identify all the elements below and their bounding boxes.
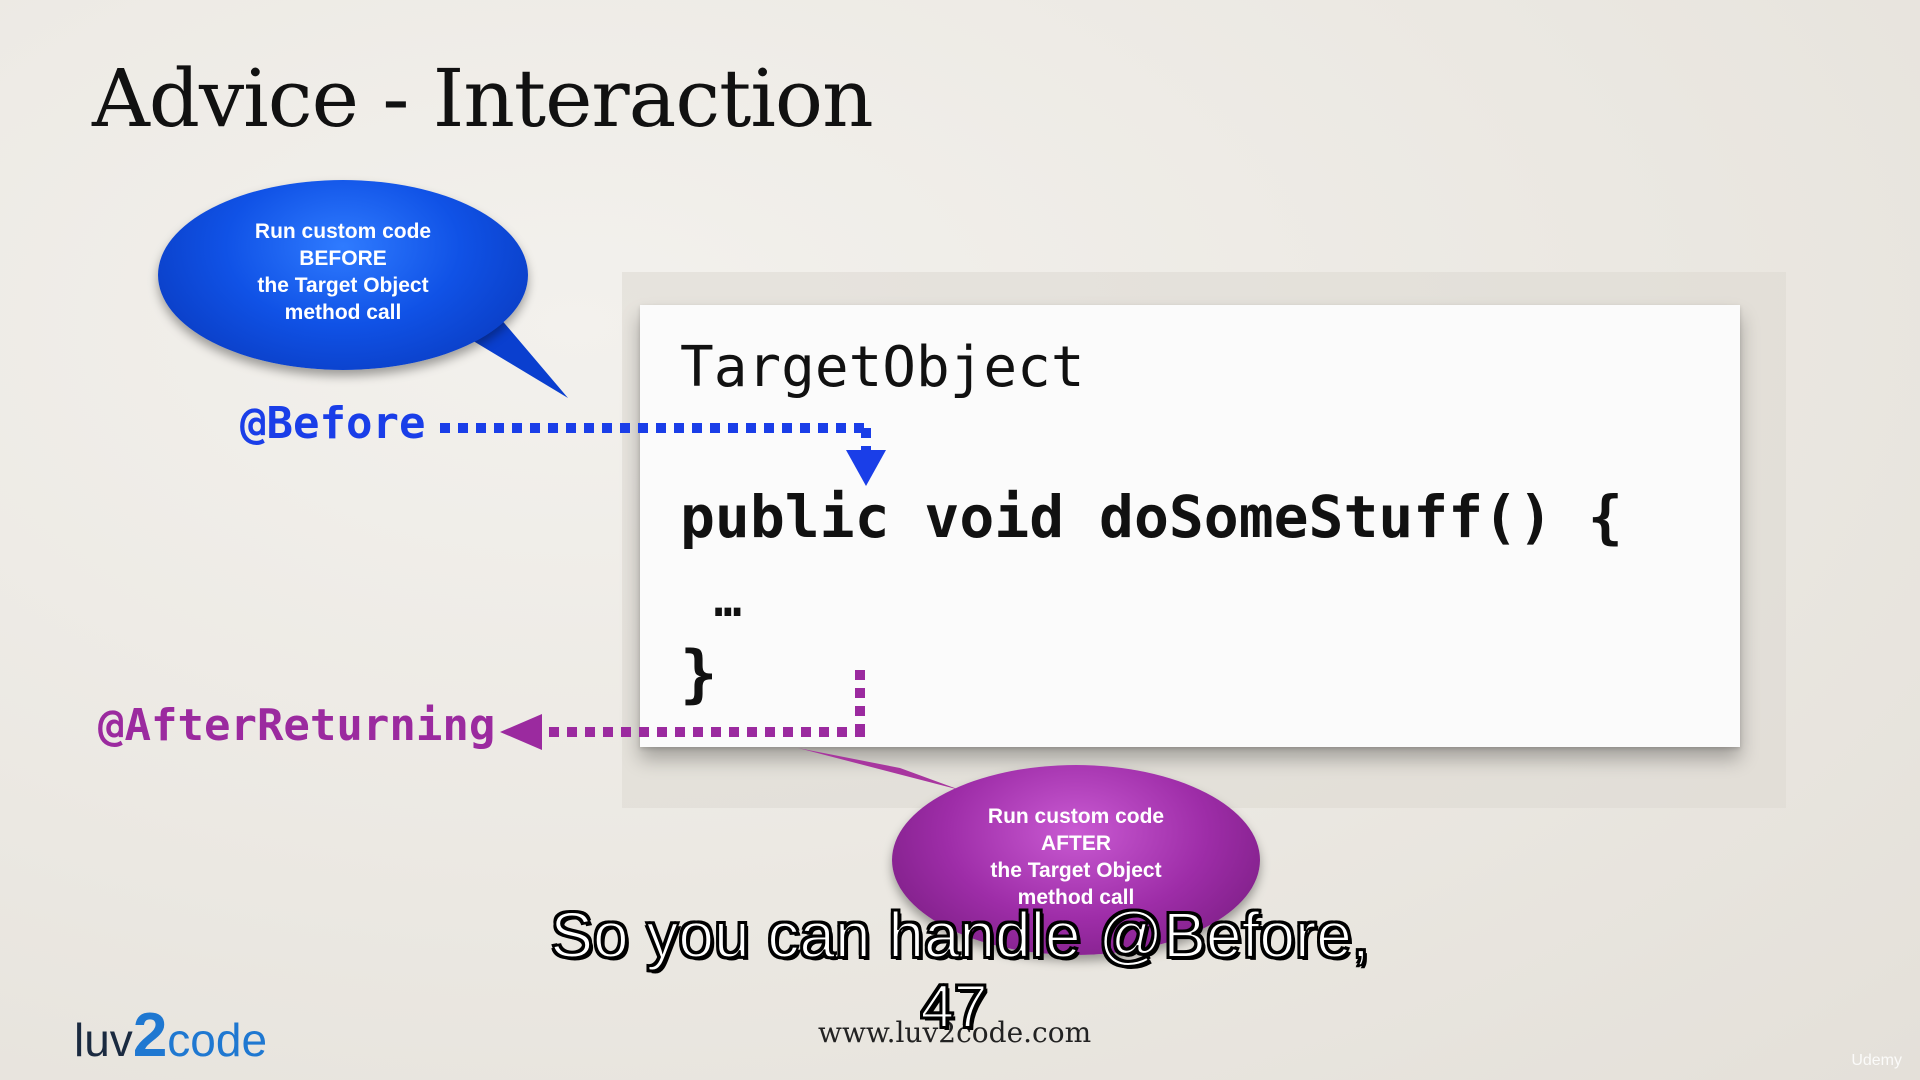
before-callout-bubble: Run custom code BEFORE the Target Object… xyxy=(158,180,528,370)
method-signature: public void doSomeStuff() { xyxy=(680,483,1623,551)
after-callout-bubble: Run custom code AFTER the Target Object … xyxy=(892,765,1260,955)
footer-url: www.luv2code.com xyxy=(818,1016,1092,1049)
code-panel: TargetObject public void doSomeStuff() {… xyxy=(640,305,1740,747)
slide-title: Advice - Interaction xyxy=(92,52,874,145)
after-returning-annotation-label: @AfterReturning xyxy=(98,700,496,751)
after-callout-line: AFTER xyxy=(1041,832,1111,855)
luv2code-logo: luv2code xyxy=(74,1001,268,1070)
after-callout-tail xyxy=(798,748,960,790)
before-callout-tail xyxy=(455,318,568,398)
udemy-watermark: Udemy xyxy=(1851,1052,1902,1069)
after-callout-line: Run custom code xyxy=(987,805,1165,828)
after-arrowhead-left xyxy=(500,714,542,750)
method-body-ellipsis: … xyxy=(714,573,742,627)
before-callout-line: BEFORE xyxy=(299,247,387,270)
target-object-class-name: TargetObject xyxy=(680,335,1085,400)
before-arrowhead-down xyxy=(846,450,886,486)
after-callout-line: method call xyxy=(1017,886,1135,909)
method-closing-brace: } xyxy=(680,637,718,710)
after-callout-line: the Target Object xyxy=(990,859,1162,882)
before-callout-line: method call xyxy=(284,301,402,324)
before-callout-line: Run custom code xyxy=(254,220,432,243)
before-callout-line: the Target Object xyxy=(257,274,429,297)
video-subtitle: So you can handle @Before, xyxy=(549,898,1370,972)
before-annotation-label: @Before xyxy=(240,398,426,449)
slide-page-number: 47 xyxy=(920,972,989,1041)
